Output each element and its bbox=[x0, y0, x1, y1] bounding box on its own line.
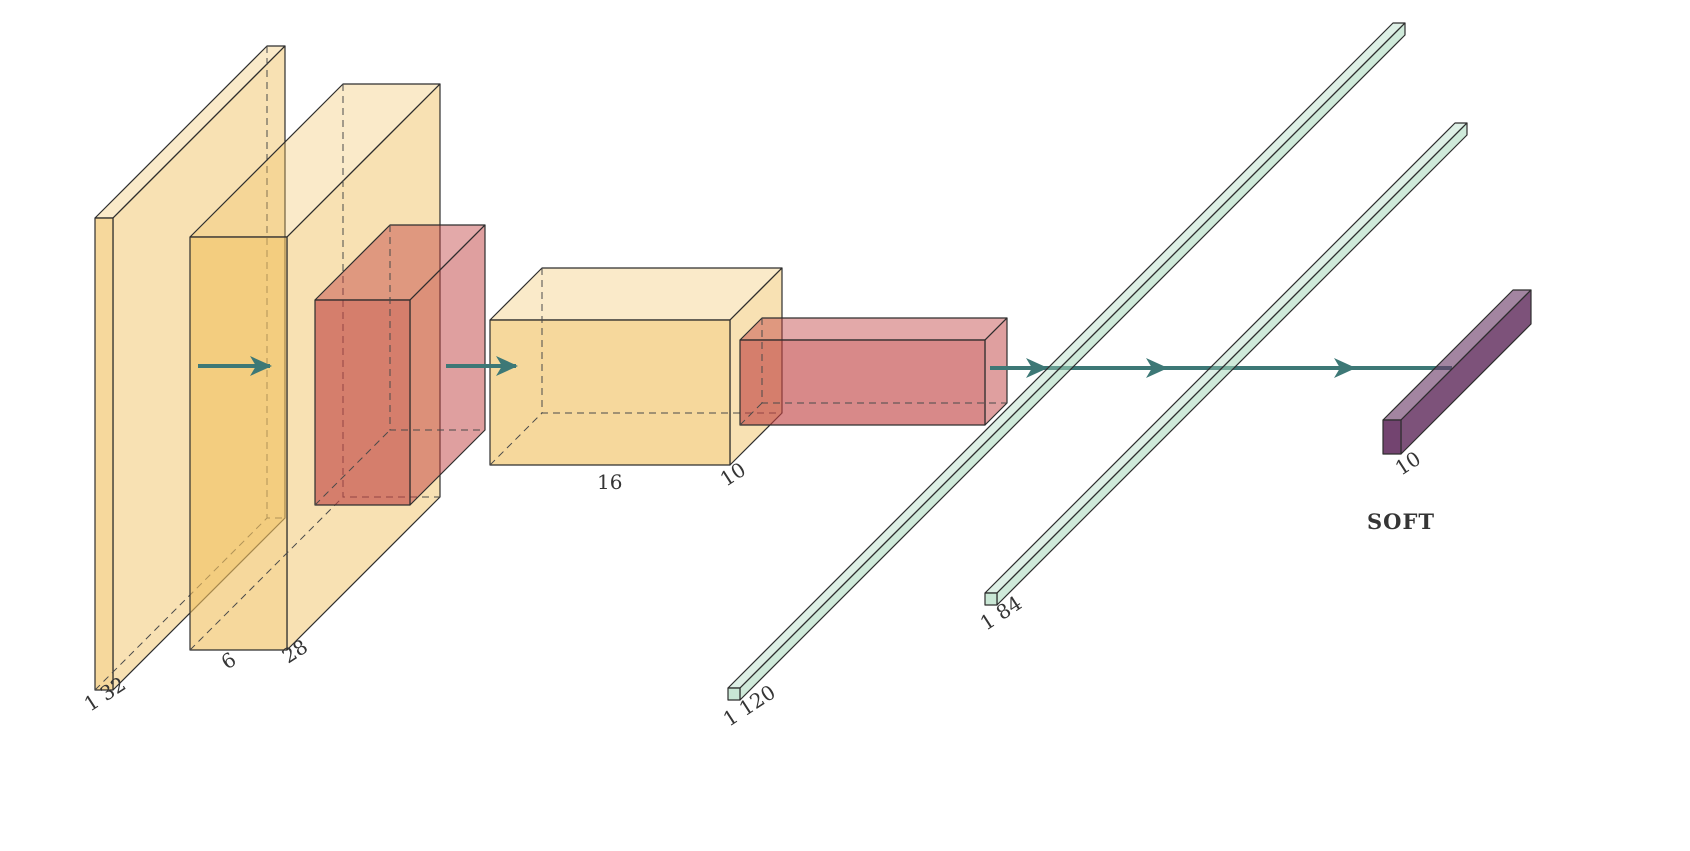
arrow-input-to-conv1-head bbox=[250, 356, 272, 376]
conv2-layer-box bbox=[489, 267, 783, 466]
pool1-layer-hidden-edges bbox=[314, 225, 485, 506]
arrow-fc-chain-head-3 bbox=[1334, 358, 1356, 378]
arrow-fc-chain-head-2 bbox=[1146, 358, 1168, 378]
fc2-layer-bar bbox=[984, 122, 1468, 606]
label-conv1-width: 6 bbox=[217, 647, 241, 674]
fc1-layer-bar bbox=[727, 22, 1406, 701]
pool1-layer-front-face bbox=[314, 299, 411, 506]
arrow-pool1-to-conv2-head bbox=[496, 356, 518, 376]
output-layer-bar bbox=[1382, 289, 1532, 455]
conv2-layer-hidden-edges bbox=[489, 268, 782, 466]
arrow-input-to-conv1 bbox=[198, 356, 272, 376]
pool2-layer-front-face bbox=[739, 339, 986, 426]
input-layer-front-face bbox=[94, 217, 114, 691]
output-layer-front-face bbox=[1382, 419, 1402, 455]
output-layer-top-face bbox=[1382, 289, 1532, 421]
pool2-layer-top-face bbox=[739, 317, 1008, 341]
pool1-layer-box bbox=[314, 224, 486, 506]
fc1-layer-front-face bbox=[727, 687, 741, 701]
pool2-layer-box bbox=[739, 317, 1008, 426]
label-softmax: SOFT bbox=[1367, 509, 1435, 534]
conv2-layer-front-face bbox=[489, 319, 731, 466]
output-layer-side-face bbox=[1400, 289, 1532, 455]
arrow-fc-chain-head-1 bbox=[1026, 358, 1048, 378]
label-conv2-width: 16 bbox=[597, 470, 622, 494]
fc2-layer-front-face bbox=[984, 592, 998, 606]
arrow-pool1-to-conv2 bbox=[446, 356, 518, 376]
conv1-layer-front-face bbox=[189, 236, 288, 651]
pool2-layer-hidden-edges bbox=[739, 318, 1007, 426]
